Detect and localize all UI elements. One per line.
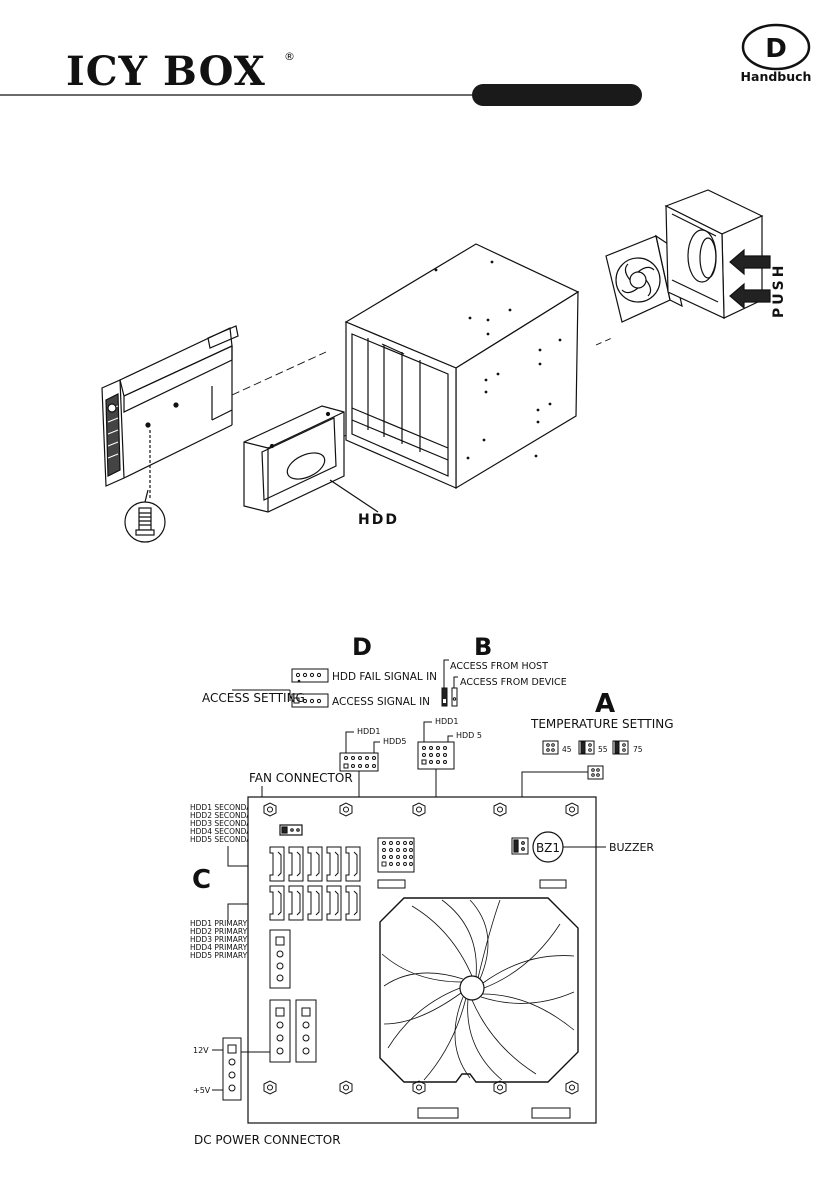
label-c: C: [192, 865, 211, 895]
board-layout-figure: D B A C HDD FAIL SIGNAL IN ACCESS SIGNAL…: [190, 633, 674, 1147]
temperature-jumpers: [521, 740, 629, 832]
sata-primary-row: [269, 885, 361, 921]
temperature-setting-label: TEMPERATURE SETTING: [530, 717, 674, 731]
fan-guide-line: [595, 337, 613, 346]
power-connectors: [269, 929, 317, 1063]
tray-guide-line: [231, 351, 327, 396]
mounting-holes: [263, 802, 579, 1095]
signal-headers: [232, 668, 329, 708]
dc-input-connector: [212, 1037, 270, 1101]
buzzer-label: BUZZER: [609, 841, 654, 854]
access-jumpers: [441, 659, 458, 707]
12v-label: 12V: [193, 1046, 209, 1055]
primary-label-3: HDD3 PRIMARY: [190, 935, 248, 944]
drive-cage-illustration: [344, 243, 580, 490]
exploded-view-figure: HDD: [101, 189, 787, 543]
temp-value-75: 75: [633, 745, 643, 754]
header: ICY BOX ® D Handbuch: [0, 23, 812, 106]
access-setting-label: ACCESS SETTING: [202, 691, 305, 705]
primary-label-4: HDD4 PRIMARY: [190, 943, 248, 952]
label-d: D: [352, 633, 372, 661]
hdd5-label-b: HDD 5: [456, 731, 482, 740]
label-b: B: [474, 633, 492, 661]
secondary-label-3: HDD3 SECONDARY: [190, 819, 261, 828]
primary-label-1: HDD1 PRIMARY: [190, 919, 248, 928]
pcb-board: [247, 796, 606, 1124]
drive-tray-illustration: [101, 325, 239, 500]
secondary-labels: HDD1 SECONDARY HDD2 SECONDARY HDD3 SECON…: [190, 803, 261, 844]
registered-mark: ®: [284, 50, 295, 63]
hdd-fail-signal-in-label: HDD FAIL SIGNAL IN: [332, 671, 437, 683]
fan-grille: [379, 897, 579, 1083]
temp-value-45: 45: [562, 745, 572, 754]
push-arrows: [729, 248, 771, 310]
secondary-label-5: HDD5 SECONDARY: [190, 835, 261, 844]
temp-value-55: 55: [598, 745, 608, 754]
primary-label-5: HDD5 PRIMARY: [190, 951, 248, 960]
primary-label-2: HDD2 PRIMARY: [190, 927, 248, 936]
access-from-host-label: ACCESS FROM HOST: [450, 661, 548, 672]
hdd5-label-a: HDD5: [383, 737, 406, 746]
secondary-label-4: HDD4 SECONDARY: [190, 827, 261, 836]
hdd1-label-b: HDD1: [435, 717, 458, 726]
primary-labels: HDD1 PRIMARY HDD2 PRIMARY HDD3 PRIMARY H…: [190, 919, 248, 960]
secondary-label-2: HDD2 SECONDARY: [190, 811, 261, 820]
access-from-device-label: ACCESS FROM DEVICE: [460, 677, 567, 688]
brand-logo: ICY BOX: [66, 48, 266, 95]
fan-illustration: [605, 234, 683, 323]
sata-secondary-row: [269, 846, 361, 882]
language-badge: [741, 23, 811, 71]
fan-connector-label: FAN CONNECTOR: [249, 771, 353, 785]
screw-callout: [124, 489, 166, 543]
5v-label: +5V: [193, 1086, 211, 1095]
hard-disk-illustration: [243, 405, 379, 513]
push-label: PUSH: [771, 263, 787, 318]
language-label: Handbuch: [741, 69, 812, 84]
access-signal-in-label: ACCESS SIGNAL IN: [332, 696, 430, 708]
bz1-label: BZ1: [536, 841, 560, 855]
dc-power-connector-label: DC POWER CONNECTOR: [194, 1133, 341, 1147]
hdd-label: HDD: [358, 512, 399, 528]
language-letter: D: [765, 34, 787, 64]
secondary-label-1: HDD1 SECONDARY: [190, 803, 261, 812]
label-a: A: [595, 689, 615, 719]
header-pill: [472, 84, 642, 106]
hdd1-label-a: HDD1: [357, 727, 380, 736]
